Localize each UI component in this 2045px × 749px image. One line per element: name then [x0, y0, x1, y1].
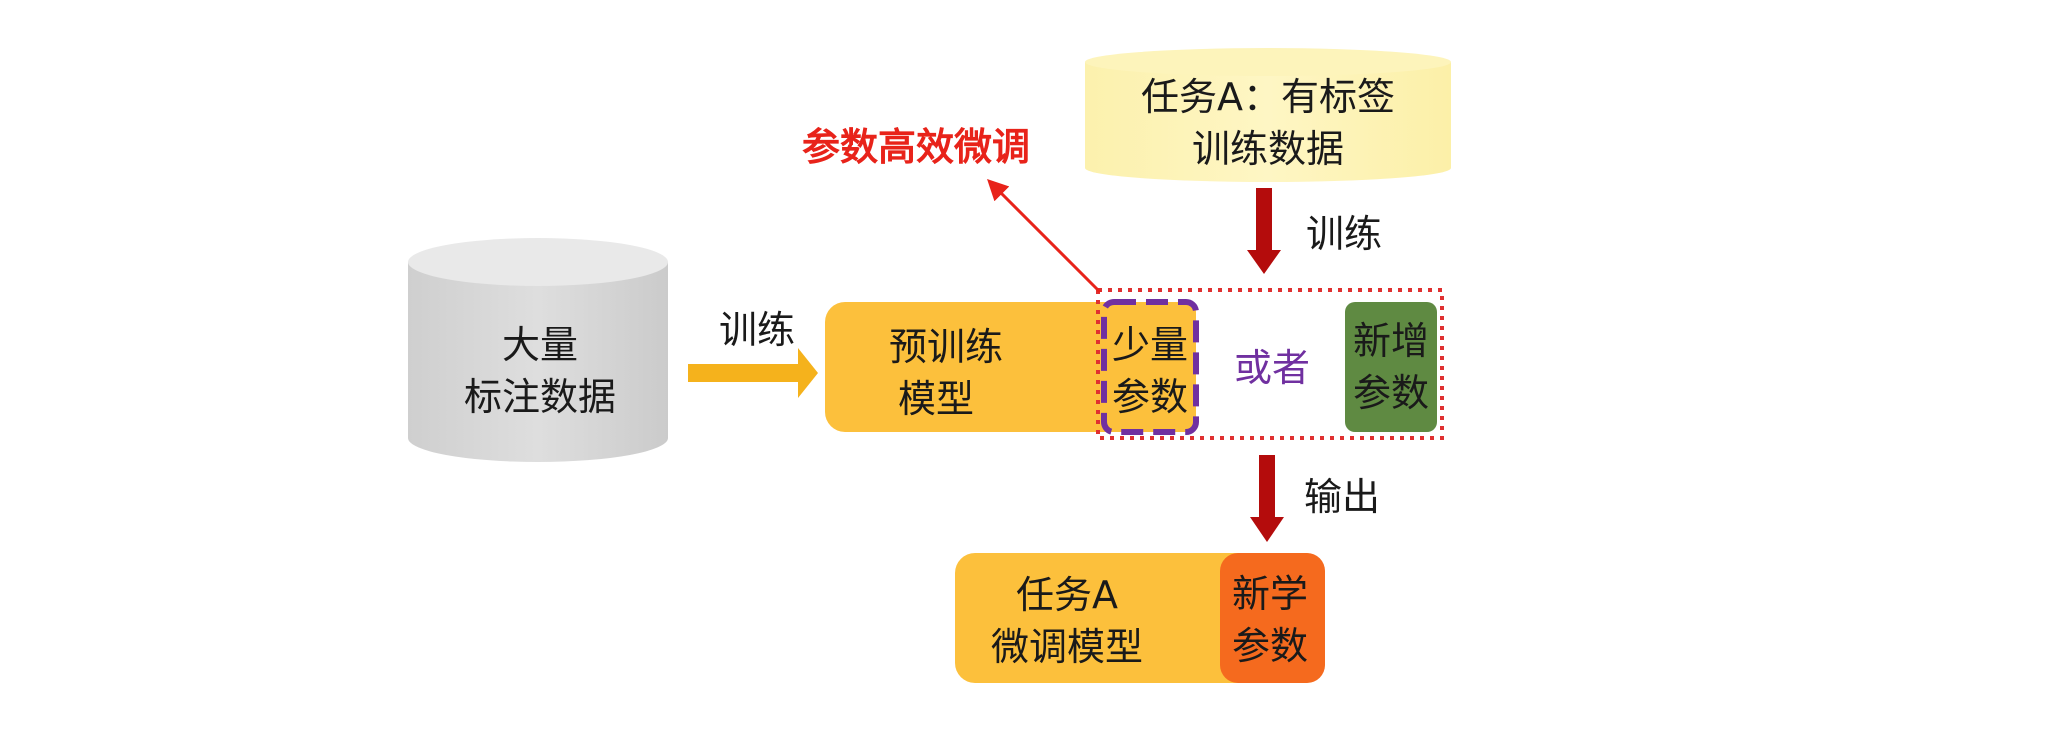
finetuned-model-label-1: 任务A — [1016, 573, 1118, 617]
pretrained-model-label-1: 预训练 — [889, 325, 1003, 369]
output-arrow — [1250, 455, 1284, 542]
source-data-cylinder: 大量 标注数据 — [408, 238, 668, 462]
new-params-label-2: 参数 — [1353, 371, 1429, 415]
task-data-shape: 任务A：有标签 训练数据 — [1085, 48, 1451, 182]
source-data-label-1: 大量 — [502, 323, 578, 367]
train-label-2: 训练 — [1306, 212, 1382, 256]
new-learned-params-box: 新学 参数 — [1220, 553, 1325, 683]
new-params-box: 新增 参数 — [1345, 302, 1437, 432]
peft-region-dotted-box — [1096, 288, 1444, 440]
pretrained-model-label-2: 模型 — [898, 377, 974, 421]
source-data-label-2: 标注数据 — [464, 375, 616, 419]
new-learned-params-label-2: 参数 — [1232, 624, 1308, 668]
pretrain-arrow — [688, 348, 818, 398]
few-params-label-1: 少量 — [1112, 323, 1188, 367]
train-label-1: 训练 — [719, 308, 795, 352]
finetune-train-arrow — [1247, 188, 1281, 274]
task-data-label-2: 训练数据 — [1192, 127, 1344, 171]
new-learned-params-label-1: 新学 — [1232, 572, 1308, 616]
new-params-label-1: 新增 — [1353, 319, 1429, 363]
peft-pointer-arrow — [987, 179, 1102, 294]
or-label: 或者 — [1234, 346, 1310, 390]
output-label: 输出 — [1304, 475, 1380, 519]
few-params-label-2: 参数 — [1112, 375, 1188, 419]
task-data-label-1: 任务A：有标签 — [1141, 75, 1395, 119]
finetuned-model-label-2: 微调模型 — [991, 625, 1143, 669]
peft-label: 参数高效微调 — [802, 125, 1030, 169]
few-params-box: 少量 参数 — [1101, 299, 1199, 435]
